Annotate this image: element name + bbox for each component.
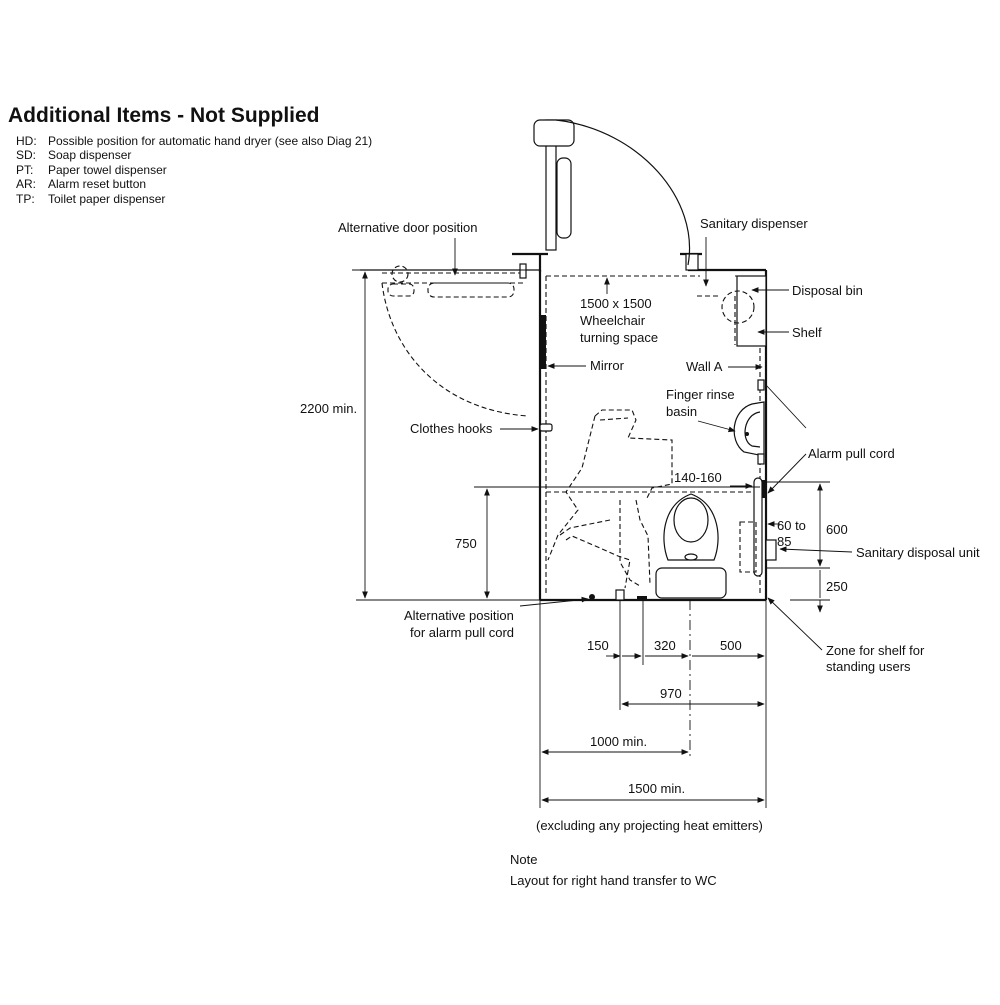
legend-code-pt: PT: [16,163,33,177]
page-heading: Additional Items - Not Supplied [8,104,320,127]
note-text: Layout for right hand transfer to WC [510,873,717,888]
wheelchair-outlines [547,409,673,589]
legend-code-hd: HD: [16,134,37,148]
dim-1500: 1500 min. [628,781,685,796]
label-turning-2: Wheelchair [580,313,646,328]
legend-text-hd: Possible position for automatic hand dry… [48,134,372,148]
finger-rinse-basin [733,379,807,465]
dim-970: 970 [660,686,682,701]
legend: HD: Possible position for automatic hand… [16,134,372,206]
dim-2200: 2200 min. [300,401,357,416]
label-sanitary-disposal-unit: Sanitary disposal unit [856,545,980,560]
wc-pan [655,477,777,599]
legend-text-sd: Soap dispenser [48,148,131,162]
dim-600: 600 [826,522,848,537]
dim-750: 750 [455,536,477,551]
dim-320: 320 [654,638,676,653]
label-finger-rinse-2: basin [666,404,697,419]
label-alarm-pull-cord: Alarm pull cord [808,446,895,461]
label-zone-1: Zone for shelf for [826,643,925,658]
dimensions: 2200 min. 750 140-160 60 to 85 600 250 1… [300,269,848,808]
label-turning-3: turning space [580,330,658,345]
dim-60: 60 to [777,518,806,533]
legend-text-ar: Alarm reset button [48,177,146,191]
label-clothes-hooks: Clothes hooks [410,421,493,436]
dim-1000: 1000 min. [590,734,647,749]
shelf-and-bin [721,275,767,347]
dim-250: 250 [826,579,848,594]
mirror-panel [541,315,546,369]
fixtures [519,274,766,601]
note-title: Note [510,852,537,867]
legend-code-ar: AR: [16,177,36,191]
main-door [533,119,691,266]
label-alt-alarm-1: Alternative position [404,608,514,623]
legend-text-pt: Paper towel dispenser [48,163,167,177]
label-mirror: Mirror [590,358,625,373]
alternative-door [381,263,529,417]
legend-code-tp: TP: [16,192,35,206]
label-finger-rinse-1: Finger rinse [666,387,735,402]
label-wall-a: Wall A [686,359,723,374]
label-alternative-door: Alternative door position [338,220,477,235]
dim-150: 150 [587,638,609,653]
legend-text-tp: Toilet paper dispenser [48,192,165,206]
label-alt-alarm-2: for alarm pull cord [410,625,514,640]
dim-140-160: 140-160 [674,470,722,485]
label-zone-2: standing users [826,659,911,674]
turning-space [545,275,761,596]
label-shelf: Shelf [792,325,822,340]
legend-code-sd: SD: [16,148,36,162]
dim-500: 500 [720,638,742,653]
dim-85: 85 [777,534,791,549]
label-disposal-bin: Disposal bin [792,283,863,298]
excluding-note: (excluding any projecting heat emitters) [536,818,763,833]
labels: Alternative door position Sanitary dispe… [338,216,980,674]
label-turning-1: 1500 x 1500 [580,296,652,311]
label-sanitary-dispenser: Sanitary dispenser [700,216,808,231]
